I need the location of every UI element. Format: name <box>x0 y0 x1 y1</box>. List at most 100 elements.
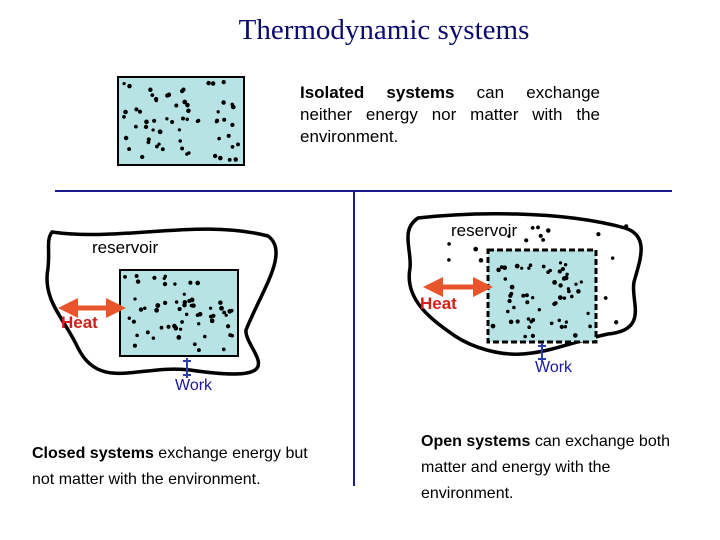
particle <box>181 116 185 121</box>
particle <box>520 266 524 270</box>
particle <box>166 92 172 98</box>
particle <box>557 318 562 323</box>
particle <box>123 135 129 141</box>
particle <box>586 311 590 316</box>
particle <box>155 303 161 308</box>
particle <box>133 297 137 301</box>
particle <box>134 274 139 278</box>
particle <box>528 263 533 268</box>
particle <box>148 87 153 93</box>
particle <box>541 264 546 269</box>
particle <box>182 292 186 296</box>
closed-reservoir-outline <box>45 227 278 376</box>
particle <box>596 232 601 237</box>
closed-work-arrow <box>183 358 191 378</box>
particle <box>524 293 529 298</box>
particle <box>549 321 554 326</box>
particle <box>132 343 137 348</box>
particle <box>225 324 231 329</box>
particle <box>563 262 568 267</box>
particle <box>579 280 583 284</box>
particle <box>151 336 156 340</box>
particle <box>564 320 569 324</box>
particle <box>624 224 629 229</box>
particle <box>197 311 203 317</box>
particle <box>185 102 190 108</box>
particle <box>208 314 213 319</box>
particle <box>170 120 175 124</box>
particle <box>210 318 214 323</box>
particle <box>188 280 193 285</box>
particle <box>566 287 571 291</box>
particle <box>531 296 535 300</box>
particle <box>184 312 189 317</box>
particle <box>221 347 226 352</box>
open-definition: can exchange both matter and energy with… <box>421 433 671 502</box>
particle <box>515 319 520 324</box>
particle <box>152 118 157 123</box>
particle <box>160 147 165 152</box>
open-system-box <box>486 248 598 344</box>
particle <box>569 294 574 299</box>
particle <box>166 324 171 329</box>
particle <box>614 320 619 325</box>
particle <box>145 330 150 335</box>
particle <box>178 327 183 331</box>
particle <box>191 303 196 308</box>
particle <box>507 298 512 304</box>
particle <box>157 129 163 135</box>
particle <box>144 119 149 125</box>
closed-term: Closed systems <box>32 445 154 462</box>
particle <box>222 117 227 122</box>
particle <box>573 333 578 338</box>
particle <box>478 258 484 263</box>
particle <box>177 307 182 312</box>
particle <box>222 310 227 315</box>
particle <box>152 275 157 280</box>
particle <box>503 277 508 281</box>
open-work-label: Work <box>535 359 573 376</box>
particle <box>559 324 564 330</box>
particle <box>143 306 147 310</box>
open-description: Open systems can exchange both matter an… <box>421 429 681 507</box>
particle <box>185 117 189 122</box>
particle <box>122 115 126 119</box>
particle <box>496 267 501 273</box>
particle <box>154 98 159 103</box>
particle <box>546 228 551 233</box>
isolated-particles <box>122 79 240 162</box>
particle <box>135 279 141 284</box>
particle <box>215 118 220 123</box>
particle <box>133 124 138 129</box>
particle <box>226 133 231 138</box>
particle <box>173 282 177 286</box>
particle <box>526 317 531 321</box>
particle <box>212 153 218 159</box>
particle <box>162 281 168 287</box>
particle <box>165 117 169 121</box>
particle <box>588 324 592 329</box>
particle <box>508 319 514 325</box>
particle <box>127 147 132 152</box>
open-heat-label: Heat <box>420 294 457 313</box>
open-term: Open systems <box>421 433 531 450</box>
particle <box>162 300 168 306</box>
particle <box>507 234 511 238</box>
open-reservoir-particles <box>447 224 629 325</box>
particle <box>610 256 615 260</box>
particle <box>180 146 185 151</box>
particle <box>216 110 220 114</box>
particle <box>230 102 234 107</box>
particle <box>490 323 496 329</box>
particle <box>178 139 182 143</box>
particle <box>157 142 161 146</box>
particle <box>192 342 197 347</box>
particle <box>146 137 151 142</box>
particle <box>134 107 139 112</box>
particle <box>146 140 151 145</box>
particle <box>182 299 188 305</box>
particle <box>538 233 543 238</box>
particle <box>187 299 192 303</box>
open-work-arrow <box>538 343 546 362</box>
